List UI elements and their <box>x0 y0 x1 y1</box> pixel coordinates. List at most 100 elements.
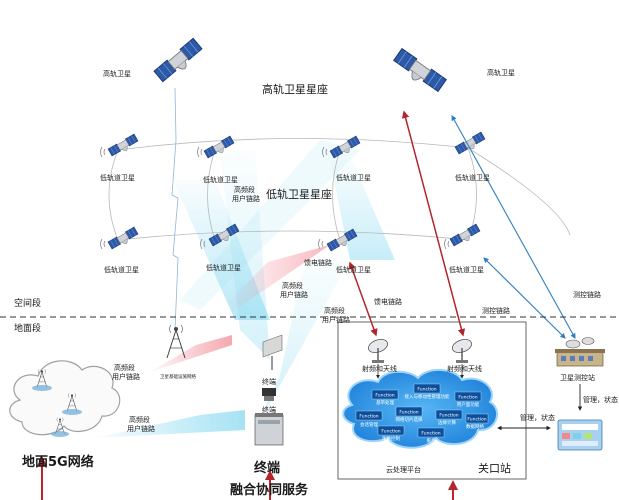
coverage-ring <box>32 385 52 391</box>
hf-user-link-label: 高频段 用户链路 <box>112 363 140 381</box>
low-orbit-satellite-icon <box>107 226 140 252</box>
low-orbit-constellation-title: 低轨卫星星座 <box>266 187 332 201</box>
signal-icon <box>444 238 450 250</box>
function-box <box>371 389 399 400</box>
management-status-label: 管理，状态 <box>583 395 618 404</box>
control-link-label: 测控链路 <box>482 306 510 315</box>
function-box <box>377 425 405 436</box>
terminal-label: 终端 <box>254 460 280 476</box>
user-link-beam <box>255 260 350 430</box>
coverage-ring <box>51 431 69 437</box>
cloud-platform-label: 云处理平台 <box>386 465 421 474</box>
function-box-label: Function <box>421 431 440 437</box>
ground-segment-label: 地面段 <box>14 322 41 334</box>
terminal-small-label: 终端 <box>262 405 276 414</box>
function-box-caption: 策略控制 <box>382 435 400 442</box>
hf-user-link-label: 高频段 用户链路 <box>127 415 155 433</box>
gateway-box <box>337 321 527 480</box>
ground-5g-cloud <box>9 360 121 436</box>
function-box-caption: 会话管理 <box>360 421 378 428</box>
dish-antenna-label: 射频和天线 <box>362 364 397 373</box>
user-link-beam <box>220 150 270 360</box>
low-orbit-satellite-label: 低轨道卫星 <box>449 265 484 274</box>
function-box <box>413 383 441 394</box>
low-orbit-satellite-label: 低轨道卫星 <box>203 175 238 184</box>
hf-user-link-label: 高频段 用户链路 <box>280 281 308 299</box>
management-server-icon <box>557 419 603 451</box>
low-orbit-satellite-icon <box>107 133 140 159</box>
terminal-icon <box>262 388 276 401</box>
function-box-label: Function <box>381 429 400 435</box>
user-link-beam-red <box>230 245 330 312</box>
terminal-icon <box>262 334 283 370</box>
satellite-control-station-label: 卫星测控站 <box>560 373 595 382</box>
low-orbit-satellite-label: 低轨道卫星 <box>336 173 371 182</box>
orbit-link <box>467 147 571 236</box>
space-segment-label: 空间段 <box>14 297 41 309</box>
user-link-beam-ground <box>95 410 245 438</box>
function-box <box>395 406 423 417</box>
fusion-service-label: 融合协同服务 <box>230 482 309 498</box>
user-link-beam-red <box>150 335 232 372</box>
hf-user-link-label: 高频段 用户链路 <box>322 306 350 324</box>
low-orbit-satellite-label: 低轨道卫星 <box>100 173 135 182</box>
orbit-link <box>207 149 216 241</box>
function-box-caption: 边缘计算 <box>438 419 456 426</box>
function-box-caption: 接入与移动性管理功能 <box>405 393 450 400</box>
function-box <box>454 391 482 402</box>
function-box-caption: 服务 <box>427 437 436 444</box>
orbit-link <box>108 149 119 241</box>
low-orbit-satellite-label: 低轨道卫星 <box>455 173 490 182</box>
function-box <box>417 427 445 438</box>
high-orbit-downlink <box>171 87 179 331</box>
control-link-label: 测控链路 <box>573 290 601 299</box>
terminal-small-label: 终端 <box>262 377 276 386</box>
low-orbit-path-lower <box>117 230 469 241</box>
low-orbit-path-upper <box>117 138 469 151</box>
cloud-function-boxes: Function 基带处理 Function 接入与移动性管理功能 Functi… <box>355 383 489 444</box>
function-box <box>465 413 489 424</box>
low-orbit-satellite-label: 低轨道卫星 <box>206 263 241 272</box>
function-box-label: Function <box>359 414 378 420</box>
feeder-link-label: 馈电链路 <box>374 297 402 306</box>
low-orbit-satellite-icon <box>449 223 482 249</box>
high-orbit-satellite-icon <box>390 48 447 96</box>
feeder-link-label: 馈电链路 <box>304 258 332 267</box>
signal-icon <box>100 238 106 250</box>
high-orbit-satellite-label: 高轨卫星 <box>103 69 131 78</box>
low-orbit-satellite-label: 低轨道卫星 <box>336 265 371 274</box>
ground-5g-label: 地面5G网络 <box>22 454 94 470</box>
function-box-label: Function <box>417 387 436 393</box>
function-box-caption: 基带处理 <box>376 399 394 406</box>
function-box-label: Function <box>439 413 458 419</box>
low-orbit-satellite-label: 低轨道卫星 <box>104 265 139 274</box>
function-box-label: Function <box>458 395 477 401</box>
gateway-label: 关口站 <box>478 461 511 475</box>
function-box <box>435 409 463 420</box>
high-orbit-satellite-label: 高轨卫星 <box>487 68 515 77</box>
tower-caption: 卫星基础设施网络 <box>160 373 196 380</box>
function-box-label: Function <box>467 417 486 423</box>
function-box-caption: 用户面功能 <box>457 401 480 408</box>
hf-user-link-label: 高频段 用户链路 <box>232 185 260 203</box>
feeder-link-line <box>348 261 378 337</box>
low-orbit-satellite-icon <box>454 131 487 157</box>
high-orbit-constellation-title: 高轨卫星星座 <box>262 82 328 96</box>
orbit-link <box>332 149 341 241</box>
satellite-control-station-icon <box>555 337 605 367</box>
function-box-label: Function <box>375 393 394 399</box>
signal-icon <box>197 146 203 158</box>
control-link-line <box>483 257 566 339</box>
function-box-caption: 网络切片选择 <box>396 416 423 423</box>
function-box-caption: 数据网络 <box>466 423 484 430</box>
function-box <box>355 410 383 421</box>
feeder-link-line <box>401 110 466 337</box>
terminal-vehicle-icon <box>254 413 284 446</box>
dish-antenna-icon <box>449 336 475 364</box>
function-box-label: Function <box>399 410 418 416</box>
management-status-label: 管理，状态 <box>520 413 555 422</box>
dish-antenna-icon <box>365 336 391 364</box>
high-orbit-satellite-icon <box>153 37 206 86</box>
